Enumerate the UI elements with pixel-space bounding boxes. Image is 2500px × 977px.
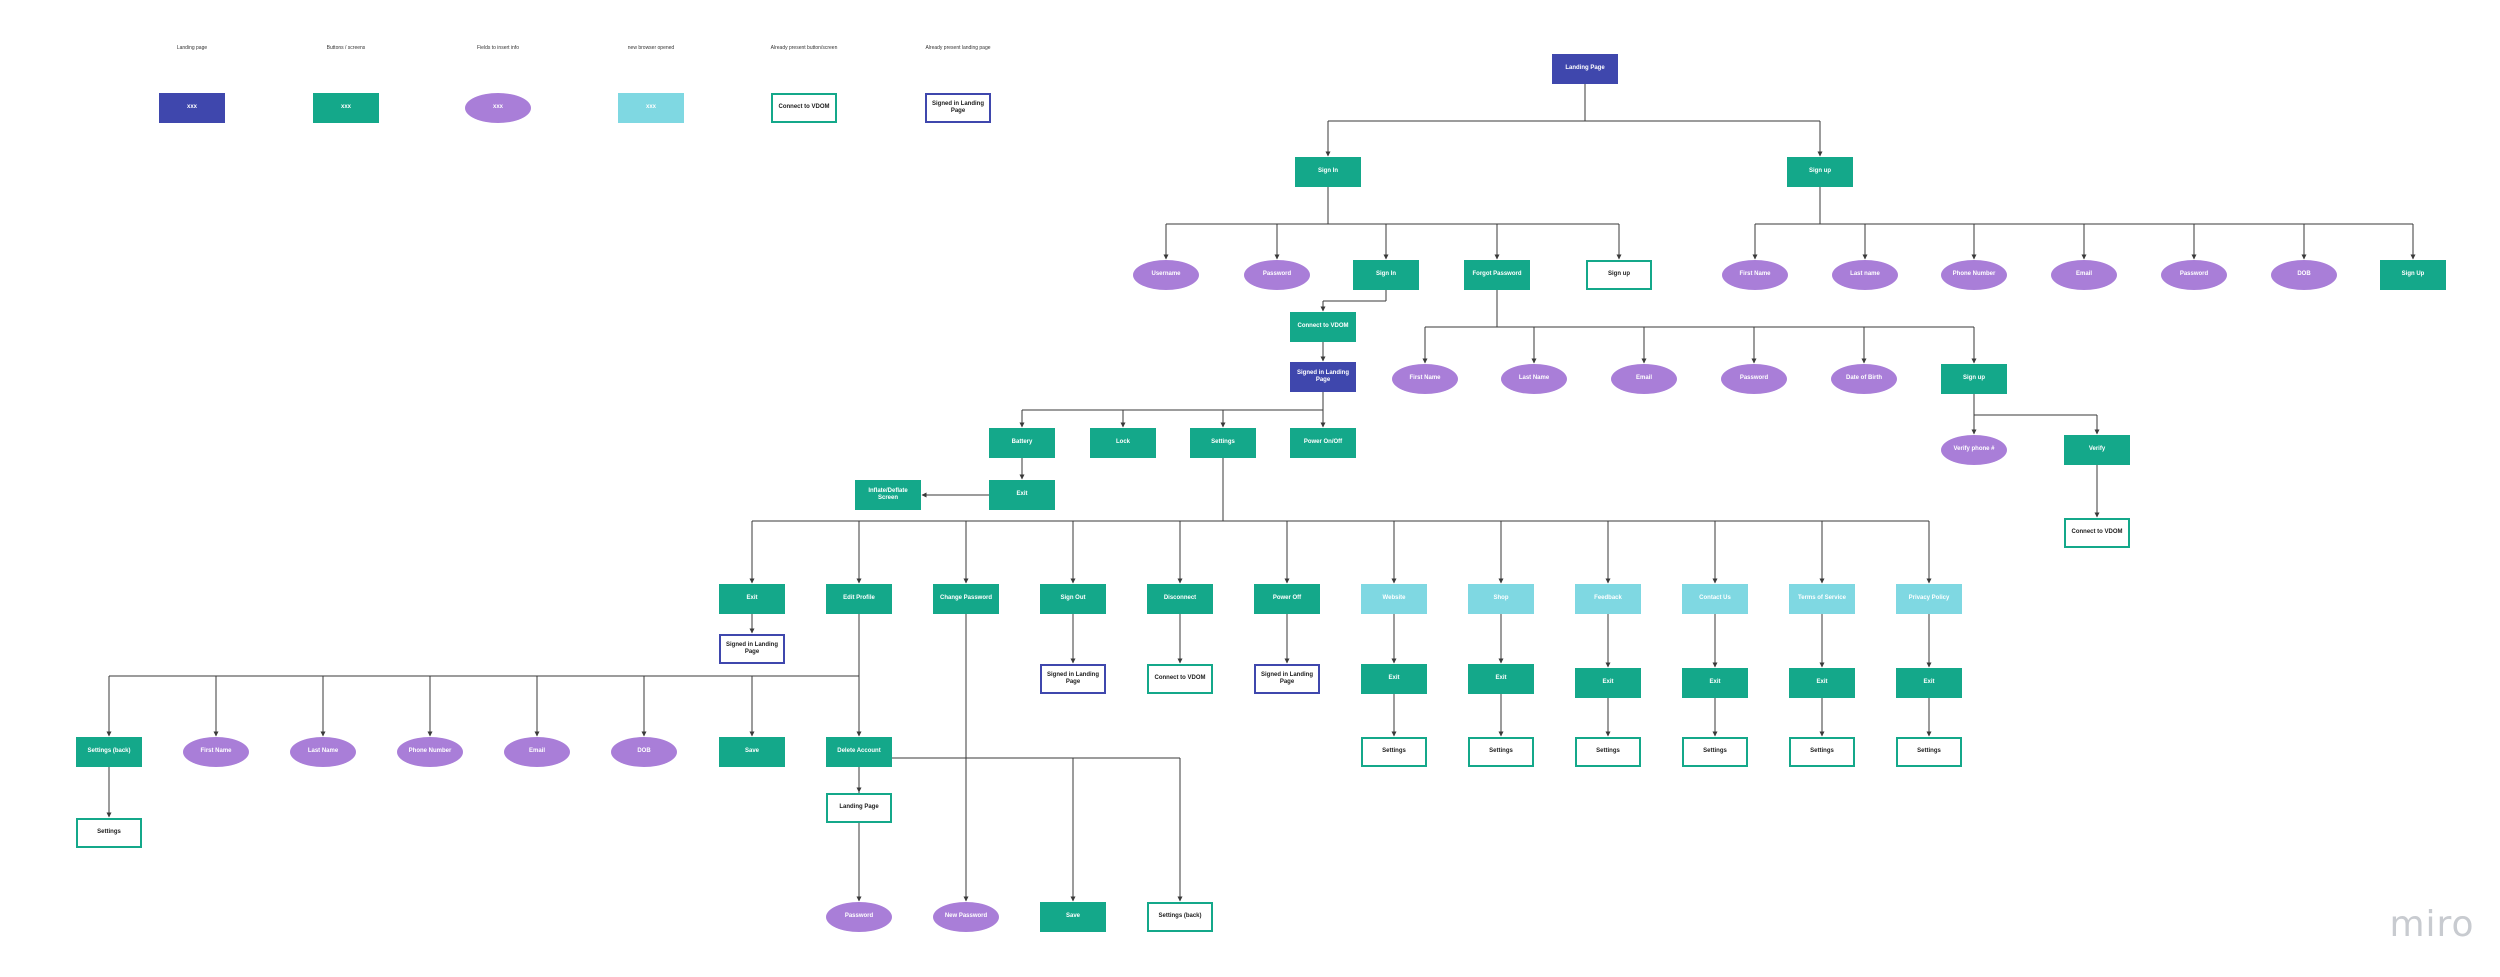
node-fp-last[interactable]: Last Name — [1501, 364, 1567, 394]
legend-label-present-button: Already present button/screen — [770, 45, 838, 51]
legend-label-field: Fields to insert info — [477, 45, 519, 51]
node-si-username[interactable]: Username — [1133, 260, 1199, 290]
node-st-feedback[interactable]: Feedback — [1575, 584, 1641, 614]
node-signup[interactable]: Sign up — [1787, 157, 1853, 187]
node-fp-verify-phone[interactable]: Verify phone # — [1941, 435, 2007, 465]
node-fp-signup[interactable]: Sign up — [1941, 364, 2007, 394]
node-st-change[interactable]: Change Password — [933, 584, 999, 614]
legend-swatch-present-landing: Signed in Landing Page — [925, 93, 991, 123]
legend-label-browser: new browser opened — [627, 45, 675, 51]
node-batt-exit[interactable]: Exit — [989, 480, 1055, 510]
node-ep-first[interactable]: First Name — [183, 737, 249, 767]
node-su-phone[interactable]: Phone Number — [1941, 260, 2007, 290]
node-signin[interactable]: Sign In — [1295, 157, 1361, 187]
node-shop-exit[interactable]: Exit — [1468, 664, 1534, 694]
node-shop-settings[interactable]: Settings — [1468, 737, 1534, 767]
node-lock[interactable]: Lock — [1090, 428, 1156, 458]
node-ep-last[interactable]: Last Name — [290, 737, 356, 767]
legend-swatch-button: xxx — [313, 93, 379, 123]
node-dc-connect[interactable]: Connect to VDOM — [1147, 664, 1213, 694]
legend-swatch-browser: xxx — [618, 93, 684, 123]
node-st-terms[interactable]: Terms of Service — [1789, 584, 1855, 614]
node-cp-new[interactable]: New Password — [933, 902, 999, 932]
node-web-settings[interactable]: Settings — [1361, 737, 1427, 767]
node-su-email[interactable]: Email — [2051, 260, 2117, 290]
node-ep-phone[interactable]: Phone Number — [397, 737, 463, 767]
node-battery[interactable]: Battery — [989, 428, 1055, 458]
node-tos-settings[interactable]: Settings — [1789, 737, 1855, 767]
node-fp-first[interactable]: First Name — [1392, 364, 1458, 394]
node-ep-email[interactable]: Email — [504, 737, 570, 767]
node-inflate[interactable]: Inflate/Deflate Screen — [855, 480, 921, 510]
node-connect[interactable]: Connect to VDOM — [1290, 312, 1356, 342]
node-su-last[interactable]: Last name — [1832, 260, 1898, 290]
node-fp-verify[interactable]: Verify — [2064, 435, 2130, 465]
legend-swatch-present-button: Connect to VDOM — [771, 93, 837, 123]
node-pp-exit[interactable]: Exit — [1896, 668, 1962, 698]
node-su-password[interactable]: Password — [2161, 260, 2227, 290]
node-cp-settings-back[interactable]: Settings (back) — [1147, 902, 1213, 932]
node-si-password[interactable]: Password — [1244, 260, 1310, 290]
node-ep-settings-back[interactable]: Settings (back) — [76, 737, 142, 767]
legend-swatch-landing: xxx — [159, 93, 225, 123]
node-cp-password[interactable]: Password — [826, 902, 892, 932]
node-del-landing[interactable]: Landing Page — [826, 793, 892, 823]
node-st-contact[interactable]: Contact Us — [1682, 584, 1748, 614]
node-cp-save[interactable]: Save — [1040, 902, 1106, 932]
legend-label-landing: Landing page — [176, 45, 208, 51]
node-ep-settings[interactable]: Settings — [76, 818, 142, 848]
node-ep-delete[interactable]: Delete Account — [826, 737, 892, 767]
node-pp-settings[interactable]: Settings — [1896, 737, 1962, 767]
node-si-signup[interactable]: Sign up — [1586, 260, 1652, 290]
node-fb-exit[interactable]: Exit — [1575, 668, 1641, 698]
node-ep-dob[interactable]: DOB — [611, 737, 677, 767]
node-so-signed[interactable]: Signed in Landing Page — [1040, 664, 1106, 694]
node-fb-settings[interactable]: Settings — [1575, 737, 1641, 767]
node-signed[interactable]: Signed in Landing Page — [1290, 362, 1356, 392]
node-power[interactable]: Power On/Off — [1290, 428, 1356, 458]
node-si-forgot[interactable]: Forgot Password — [1464, 260, 1530, 290]
node-tos-exit[interactable]: Exit — [1789, 668, 1855, 698]
node-exit-signed[interactable]: Signed in Landing Page — [719, 634, 785, 664]
node-su-signup[interactable]: Sign Up — [2380, 260, 2446, 290]
node-settings[interactable]: Settings — [1190, 428, 1256, 458]
node-st-privacy[interactable]: Privacy Policy — [1896, 584, 1962, 614]
node-fp-dob[interactable]: Date of Birth — [1831, 364, 1897, 394]
node-st-signout[interactable]: Sign Out — [1040, 584, 1106, 614]
node-web-exit[interactable]: Exit — [1361, 664, 1427, 694]
legend-swatch-field: xxx — [465, 93, 531, 123]
node-su-first[interactable]: First Name — [1722, 260, 1788, 290]
legend-label-present-landing: Already present landing page — [925, 45, 991, 51]
node-su-dob[interactable]: DOB — [2271, 260, 2337, 290]
node-cu-exit[interactable]: Exit — [1682, 668, 1748, 698]
node-fp-password[interactable]: Password — [1721, 364, 1787, 394]
node-st-shop[interactable]: Shop — [1468, 584, 1534, 614]
node-st-disconnect[interactable]: Disconnect — [1147, 584, 1213, 614]
node-st-poweroff[interactable]: Power Off — [1254, 584, 1320, 614]
node-st-website[interactable]: Website — [1361, 584, 1427, 614]
node-po-signed[interactable]: Signed in Landing Page — [1254, 664, 1320, 694]
node-st-edit[interactable]: Edit Profile — [826, 584, 892, 614]
node-fp-connect[interactable]: Connect to VDOM — [2064, 518, 2130, 548]
node-si-signin[interactable]: Sign In — [1353, 260, 1419, 290]
node-ep-save[interactable]: Save — [719, 737, 785, 767]
node-landing[interactable]: Landing Page — [1552, 54, 1618, 84]
miro-logo: miro — [2389, 904, 2475, 945]
node-st-exit[interactable]: Exit — [719, 584, 785, 614]
node-cu-settings[interactable]: Settings — [1682, 737, 1748, 767]
node-fp-email[interactable]: Email — [1611, 364, 1677, 394]
legend-label-button: Buttons / screens — [326, 45, 366, 51]
